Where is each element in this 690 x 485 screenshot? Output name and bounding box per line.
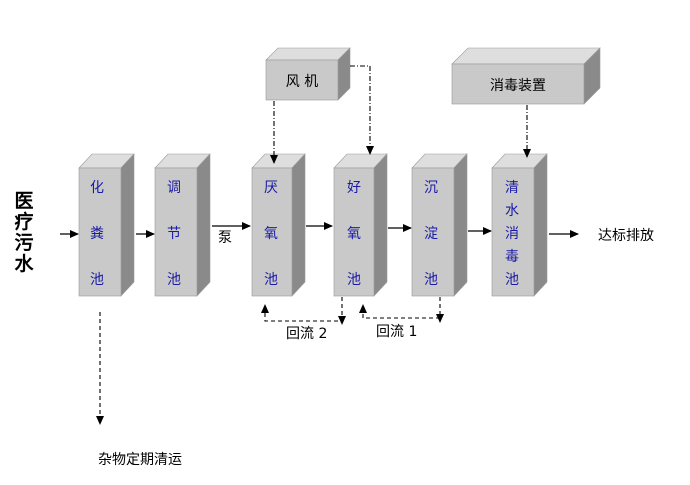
tank-5: 沉 淀 池 bbox=[411, 153, 468, 297]
tank-5-char-3: 池 bbox=[424, 272, 438, 288]
tank-6-char-4: 毒 bbox=[505, 249, 519, 265]
tank-1-char-2: 粪 bbox=[90, 226, 104, 242]
tank-5-char-2: 淀 bbox=[424, 226, 438, 242]
tank-2-char-2: 节 bbox=[167, 226, 181, 242]
tank-5-char-1: 沉 bbox=[424, 180, 438, 196]
tank-3-char-1: 厌 bbox=[264, 180, 278, 196]
pump-label: 泵 bbox=[218, 230, 232, 246]
sludge-note: 杂物定期清运 bbox=[98, 452, 182, 468]
blower-box: 风 机 bbox=[265, 47, 351, 101]
source-char-2: 疗 bbox=[14, 210, 33, 233]
air-line-to-tank-4 bbox=[350, 65, 374, 155]
tank-4-char-2: 氧 bbox=[347, 226, 361, 242]
tank-1: 化 粪 池 bbox=[78, 153, 135, 297]
tank-4-char-1: 好 bbox=[347, 180, 361, 196]
return-flow-2-label: 回流 2 bbox=[286, 326, 327, 342]
source-char-3: 污 bbox=[14, 232, 33, 254]
return-flow-2-line bbox=[261, 297, 343, 322]
tank-6-char-2: 水 bbox=[505, 203, 519, 219]
tank-3: 厌 氧 池 bbox=[251, 153, 306, 297]
tank-2-char-1: 调 bbox=[167, 180, 181, 196]
tank-6-char-5: 池 bbox=[505, 272, 519, 288]
tank-6: 清 水 消 毒 池 bbox=[491, 153, 548, 297]
tank-4-char-3: 池 bbox=[347, 272, 361, 288]
source-char-4: 水 bbox=[14, 253, 34, 275]
tank-1-char-1: 化 bbox=[90, 180, 104, 196]
return-flow-1-line bbox=[359, 297, 441, 319]
tank-2: 调 节 池 bbox=[154, 153, 211, 297]
tank-3-char-2: 氧 bbox=[264, 226, 278, 242]
tank-6-char-1: 清 bbox=[505, 180, 519, 196]
return-flow-1-label: 回流 1 bbox=[376, 324, 417, 340]
source-char-1: 医 bbox=[14, 190, 33, 212]
outlet-label: 达标排放 bbox=[598, 228, 654, 244]
tank-6-char-3: 消 bbox=[505, 226, 519, 242]
tank-2-char-3: 池 bbox=[167, 272, 181, 288]
tank-1-char-3: 池 bbox=[90, 272, 104, 288]
disinfection-device-box: 消毒装置 bbox=[451, 47, 601, 105]
blower-label: 风 机 bbox=[286, 74, 318, 90]
tank-3-char-3: 池 bbox=[264, 272, 278, 288]
source-label: 医 疗 污 水 bbox=[14, 190, 34, 275]
tank-4: 好 氧 池 bbox=[333, 153, 388, 297]
disinfection-device-label: 消毒装置 bbox=[490, 78, 546, 94]
